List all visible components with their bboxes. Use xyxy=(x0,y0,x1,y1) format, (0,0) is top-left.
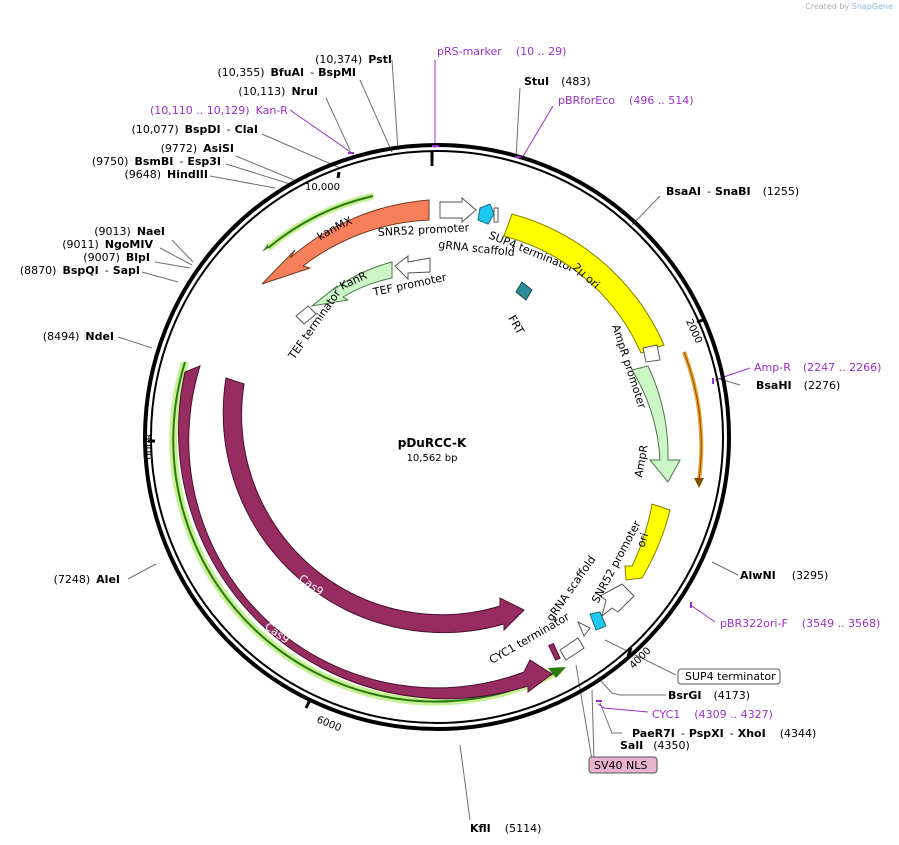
orange-arc xyxy=(682,351,704,481)
tef-promoter-arrow xyxy=(394,254,431,281)
site-bspqi: (8870)BspQI-SapI xyxy=(20,264,140,277)
grna-scaffold-2-label: gRNA scaffold xyxy=(544,553,599,623)
cas9-line xyxy=(172,361,561,703)
snr52-promoter-1-label: SNR52 promoter xyxy=(377,221,469,239)
site-paer7i: PaeR7I-PspXI-XhoI(4344) xyxy=(632,727,816,740)
ampr-label: AmpR xyxy=(632,444,651,479)
tick-marks xyxy=(148,152,704,709)
cyc1-terminator-arrow xyxy=(559,637,585,661)
primer-pbr322ori-f: pBR322ori-F(3549 .. 3568) xyxy=(720,617,880,630)
ampr-arrow xyxy=(631,365,681,483)
sites-left: (10,374)PstI (10,355)BfuAI-BspMI (10,113… xyxy=(20,53,392,586)
backbone-inner xyxy=(150,150,724,724)
site-bsrgi: BsrGI(4173) xyxy=(668,689,750,702)
site-psti: (10,374)PstI xyxy=(315,53,392,66)
sup4-terminator-1-shape xyxy=(493,207,499,223)
cas9-outer-arrow xyxy=(178,365,553,700)
site-bsahi: BsaHI(2276) xyxy=(756,379,840,392)
primer-amp-r: Amp-R(2247 .. 2266) xyxy=(754,361,881,374)
plasmid-size: 10,562 bp xyxy=(407,453,458,464)
site-bsaai: BsaAI-SnaBI(1255) xyxy=(666,185,799,198)
sites-right: StuI(483) BsaAI-SnaBI(1255) BsaHI(2276) … xyxy=(470,75,840,835)
frt-label: FRT xyxy=(505,313,526,337)
primer-cyc1: CYC1(4309 .. 4327) xyxy=(652,708,773,721)
site-hindiii: (9648)HindIII xyxy=(124,168,208,181)
sup4-terminator-2-label: SUP4 terminator xyxy=(685,670,776,683)
sv40-nls-label: SV40 NLS xyxy=(594,759,647,772)
kanmx-line-arrow xyxy=(262,244,268,252)
primer-prs-marker: pRS-marker(10 .. 29) xyxy=(437,45,566,58)
site-naei: (9013)NaeI xyxy=(94,225,165,238)
site-stui: StuI(483) xyxy=(524,75,591,88)
primer-marks xyxy=(348,145,714,702)
tick-label-8000: 8000 xyxy=(142,434,153,459)
site-bfuai: (10,355)BfuAI-BspMI xyxy=(217,66,356,79)
sv40-nls-box xyxy=(588,756,658,774)
kanmx-line xyxy=(267,195,374,249)
ori-arrow xyxy=(624,503,671,581)
plasmid-name: pDuRCC-K xyxy=(398,436,467,450)
site-nrui: (10,113)NruI xyxy=(238,85,318,98)
branding-app: SnapGene xyxy=(851,2,893,11)
ori-label: ori xyxy=(634,531,651,549)
site-asisi: (9772)AsiSI xyxy=(161,142,234,155)
site-blpi: (9007)BlpI xyxy=(83,251,150,264)
primer-kan-r: (10,110 .. 10,129)Kan-R xyxy=(150,104,288,117)
kanr-arrow xyxy=(310,261,393,307)
branding-created-by: Created by xyxy=(805,2,850,11)
kanmx-arrow xyxy=(261,199,430,285)
leader-lines xyxy=(117,59,741,821)
site-alwni: AlwNI(3295) xyxy=(740,569,828,582)
site-ngomiv: (9011)NgoMIV xyxy=(62,238,153,251)
snapgene-branding: Created by SnapGene xyxy=(805,2,893,11)
tef-terminator-label: TEF terminator xyxy=(285,287,344,363)
site-ndei: (8494)NdeI xyxy=(43,330,114,343)
snr52-promoter-1-arrow xyxy=(439,196,477,224)
tick-label-6000: 6000 xyxy=(315,715,343,735)
cas9-inner-arrow xyxy=(222,377,525,634)
sup4-terminator-2-shape xyxy=(577,620,591,637)
frt-shape xyxy=(515,281,533,301)
orange-arc-arrow xyxy=(694,478,704,488)
snr52-promoter-2-arrow xyxy=(599,583,635,618)
cas9-line-arrow xyxy=(548,667,566,678)
grna-scaffold-2-arrow xyxy=(589,611,607,631)
primer-labels: pRS-marker(10 .. 29) pBRforEco(496 .. 51… xyxy=(150,45,881,721)
site-kfli: KflI(5114) xyxy=(470,822,541,835)
sv40-nls-shape xyxy=(548,642,561,661)
ampr-promoter-arrow xyxy=(642,344,661,363)
primer-pbrforeco: pBRforEco(496 .. 514) xyxy=(558,94,694,107)
sup4-terminator-2-box xyxy=(677,668,781,685)
site-bsmbi: (9750)BsmBI-Esp3I xyxy=(92,155,221,168)
tef-terminator-arrow xyxy=(295,305,317,325)
site-sali: SalI(4350) xyxy=(620,739,690,752)
orange-arc-line xyxy=(683,351,702,481)
site-alei: (7248)AleI xyxy=(54,573,120,586)
primer-leaders xyxy=(289,60,751,713)
grna-scaffold-1-arrow xyxy=(477,203,495,225)
site-bspdi: (10,077)BspDI-ClaI xyxy=(132,123,258,136)
tick-label-10000: 10,000 xyxy=(305,182,340,193)
